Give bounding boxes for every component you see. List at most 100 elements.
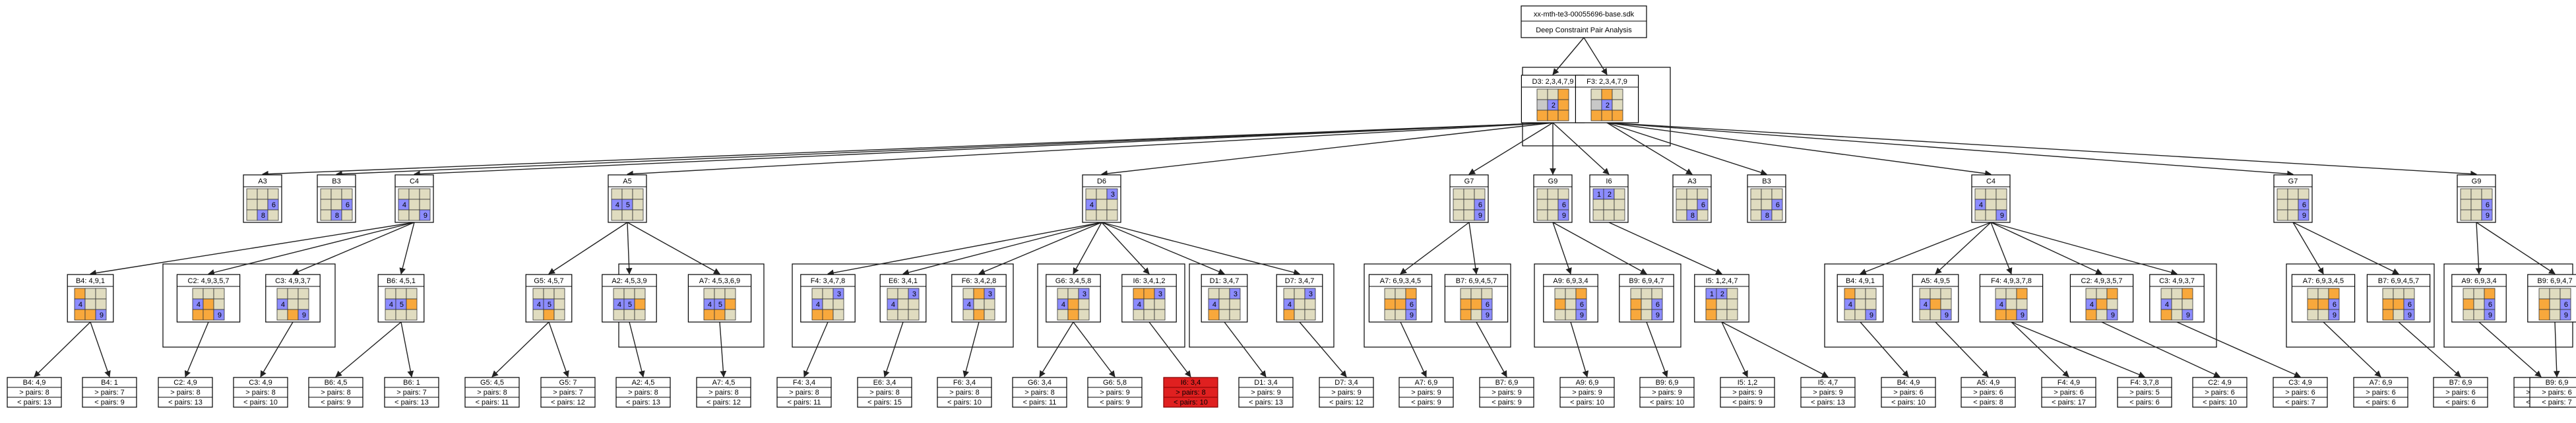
edge-arrow: [414, 122, 1554, 178]
edge-arrow: [208, 222, 415, 276]
cell: [2085, 288, 2097, 300]
cell: [2560, 288, 2571, 300]
branch-label: B3: [1762, 178, 1771, 185]
cluster-g9: [1534, 263, 1681, 348]
leaf-greater-pairs: > pairs: 8: [170, 389, 201, 397]
cell: [1592, 199, 1604, 211]
leaf-node: I5: 1,2> pairs: 9< pairs: 9: [1720, 377, 1775, 408]
cell: [1641, 298, 1652, 310]
node-layer: xx-mth-te3-00055696-base.sdk Deep Constr…: [7, 5, 2576, 408]
cell-mark: 6: [1562, 201, 1566, 209]
leaf-label: C3: 4,9: [249, 379, 272, 387]
cell-mark: 9: [1945, 311, 1949, 319]
cell: [811, 288, 823, 300]
edge-arrow: [1299, 321, 1347, 377]
branch-label: A3: [1687, 178, 1696, 185]
cell: [1470, 298, 1482, 310]
leaf-node: B4: 4,9> pairs: 6< pairs: 10: [1881, 377, 1936, 408]
cell: [287, 309, 299, 321]
cell: [1283, 288, 1295, 300]
pair-label: B9: 6,9,4,7: [1629, 277, 1664, 285]
cell: [1565, 298, 1577, 310]
cell: [2460, 188, 2472, 200]
leaf-label: F6: 3,4: [953, 379, 976, 387]
edge-arrow: [400, 321, 414, 377]
cell: [2481, 209, 2493, 221]
cell: [1283, 309, 1295, 321]
edge-arrow: [1552, 122, 1610, 175]
cell: [1384, 309, 1396, 321]
cell-mark: 4: [79, 301, 82, 309]
cell: [2160, 288, 2172, 300]
leaf-less-pairs: < pairs: 8: [1973, 399, 2003, 407]
pair-node: A7: 6,9,3,4,569: [2291, 274, 2356, 323]
leaf-less-pairs: < pairs: 9: [321, 399, 351, 407]
edge-arrow: [1990, 222, 2013, 275]
cell: [320, 199, 332, 211]
cell: [2549, 309, 2561, 321]
cell: [203, 309, 214, 321]
cell: [287, 298, 299, 310]
edge-arrow: [1721, 321, 1748, 377]
pair-label: F6: 3,4,2,8: [962, 277, 997, 285]
cell: [74, 309, 86, 321]
leaf-label: F4: 3,4: [793, 379, 815, 387]
edge-arrow: [1990, 222, 2178, 276]
leaf-label: B6: 4,5: [325, 379, 348, 387]
pair-node: B4: 4,9,149: [67, 274, 114, 323]
cell: [1726, 309, 1738, 321]
pair-label: G5: 4,5,7: [534, 277, 563, 285]
cluster-g7-r: [2286, 263, 2435, 348]
cluster-layer: [162, 67, 2573, 348]
cell: [621, 188, 633, 200]
leaf-greater-pairs: > pairs: 9: [1732, 389, 1763, 397]
pair-label: A7: 6,9,3,4,5: [2303, 277, 2344, 285]
pair-node: B9: 6,9,4,769: [2527, 274, 2576, 323]
leaf-frame: [2192, 377, 2247, 408]
header-title: Deep Constraint Pair Analysis: [1536, 26, 1632, 34]
pair-label: F4: 3,4,7,8: [811, 277, 846, 285]
cell: [1557, 110, 1569, 121]
cell: [2317, 309, 2329, 321]
cell: [1985, 209, 1997, 221]
leaf-label: F4: 3,7,8: [2130, 379, 2158, 387]
cell-mark: 6: [2488, 301, 2492, 309]
cell: [1985, 199, 1997, 211]
cell: [2481, 188, 2493, 200]
cell: [2382, 309, 2394, 321]
cell: [611, 209, 623, 221]
edge-arrow: [978, 222, 1102, 275]
cell: [1154, 298, 1166, 310]
leaf-frame: [1087, 377, 1143, 408]
cell: [1771, 209, 1783, 221]
cell: [406, 309, 418, 321]
cell: [2106, 298, 2118, 310]
cluster-d6-a: [792, 263, 1014, 348]
leaf-frame: [1720, 377, 1775, 408]
cell: [419, 188, 431, 200]
cell: [84, 309, 96, 321]
edge-arrow: [262, 122, 1554, 178]
cell: [2160, 309, 2172, 321]
leaf-label: C3: 4,9: [2288, 379, 2311, 387]
cell: [714, 309, 726, 321]
leaf-label: G5: 4,5: [480, 379, 504, 387]
edge-arrow: [2475, 222, 2482, 275]
cell: [532, 309, 544, 321]
cell: [320, 188, 332, 200]
cell: [1304, 298, 1316, 310]
pair-label: A9: 6,9,3,4: [1553, 277, 1588, 285]
leaf-frame: [1479, 377, 1534, 408]
cell: [613, 309, 625, 321]
edge-arrow: [2176, 321, 2301, 377]
edge-arrow: [2476, 222, 2556, 275]
leaf-frame: [2529, 377, 2576, 408]
cell-mark: 9: [1562, 212, 1566, 220]
leaf-greater-pairs: > pairs: 6: [2445, 389, 2476, 397]
cell: [1078, 298, 1090, 310]
cell: [2473, 288, 2485, 300]
cell: [908, 309, 920, 321]
